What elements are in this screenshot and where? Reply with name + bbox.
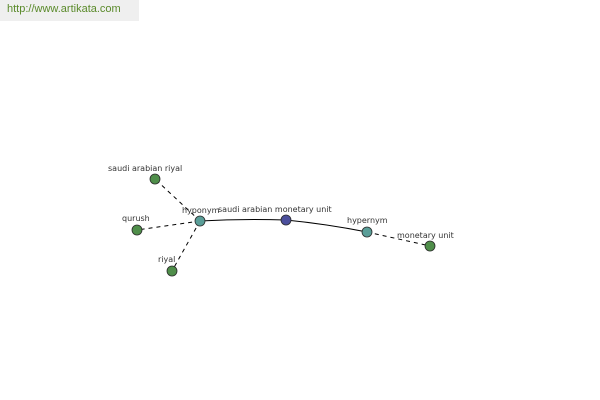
nodes-layer [131, 173, 436, 277]
node-hypernym[interactable] [361, 226, 373, 238]
site-url-link[interactable]: http://www.artikata.com [7, 3, 121, 15]
edge-hyponym-qurush [136, 220, 201, 231]
edges-layer [136, 178, 431, 272]
site-url-banner: http://www.artikata.com [0, 0, 139, 21]
label-center: saudi arabian monetary unit [218, 205, 332, 214]
label-riyal: riyal [158, 255, 175, 264]
label-hyponym: hyponym [182, 206, 220, 215]
label-qurush: qurush [122, 214, 150, 223]
edge-hyponym-riyal [171, 220, 201, 272]
node-hyponym[interactable] [194, 215, 206, 227]
edge-center-hypernym [285, 219, 368, 233]
node-saudi-arabian-riyal[interactable] [149, 173, 161, 185]
edge-hypernym-monetary-unit [366, 231, 431, 247]
label-hypernym: hypernym [347, 216, 388, 225]
edge-hyponym-center [199, 218, 287, 222]
node-riyal[interactable] [166, 265, 178, 277]
label-saudi-arabian-riyal: saudi arabian riyal [108, 164, 182, 173]
label-monetary-unit: monetary unit [397, 231, 454, 240]
node-qurush[interactable] [131, 224, 143, 236]
edge-hyponym-saudi-arabian-riyal [154, 178, 201, 222]
node-center[interactable] [280, 214, 292, 226]
node-monetary-unit[interactable] [424, 240, 436, 252]
